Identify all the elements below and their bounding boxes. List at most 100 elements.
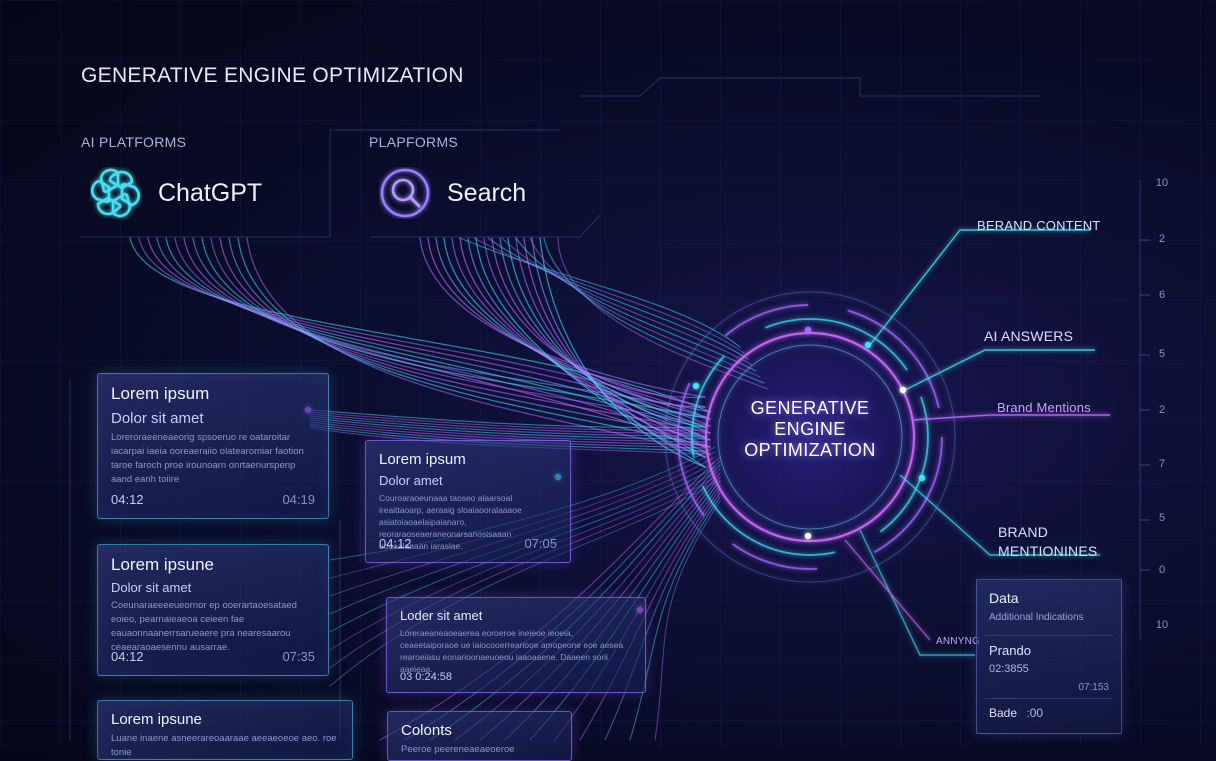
hub-label: GENERATIVE ENGINE OPTIMIZATION bbox=[720, 398, 900, 461]
flow-line bbox=[309, 409, 706, 429]
card-title: Lorem ipsune bbox=[111, 555, 215, 574]
flow-line bbox=[501, 237, 753, 366]
hub-label-line3: OPTIMIZATION bbox=[744, 440, 876, 460]
flow-line bbox=[156, 237, 711, 434]
card-subtitle: Dolor amet bbox=[379, 473, 443, 488]
platforms-label: PLAPFORMS bbox=[369, 134, 459, 150]
page-title: GENERATIVE ENGINE OPTIMIZATION bbox=[81, 64, 464, 87]
flow-line bbox=[309, 419, 706, 443]
card-body: Loreroraeeneaeorig spsoeruo re oataroita… bbox=[111, 432, 304, 485]
output-lines bbox=[844, 229, 1110, 656]
brand-mentions-label-line2: MENTIONINES bbox=[998, 543, 1098, 559]
flow-line bbox=[491, 237, 706, 408]
flow-node bbox=[804, 532, 812, 540]
scale-number: 0 bbox=[1158, 564, 1166, 576]
card-title: Lorem ipsune bbox=[111, 711, 202, 728]
hub bbox=[664, 291, 956, 583]
brand-content-label: BERAND CONTENT bbox=[977, 218, 1101, 233]
hub-label-line1: GENERATIVE bbox=[750, 398, 870, 418]
flow-line bbox=[539, 237, 706, 468]
divider bbox=[985, 698, 1113, 699]
data-panel-footer-value: :00 bbox=[1026, 706, 1044, 720]
flow-line bbox=[309, 413, 706, 434]
hub-label-line2: ENGINE bbox=[774, 419, 846, 439]
search-platform[interactable]: Search bbox=[379, 167, 526, 219]
ai-platforms-label: AI PLATFORMS bbox=[81, 134, 187, 150]
flow-line bbox=[529, 237, 761, 378]
flow-line bbox=[459, 237, 741, 348]
search-icon bbox=[380, 168, 430, 218]
info-card-3[interactable]: Lorem ipsune Dolor sit amet Coeunaraeeee… bbox=[97, 544, 329, 676]
info-card-4[interactable]: Loder sit amet Loreraeaneaoeaerea eoroer… bbox=[386, 597, 646, 693]
flow-line bbox=[201, 237, 711, 420]
card-time-left: 04:12 bbox=[111, 492, 144, 507]
scale-number: 5 bbox=[1158, 348, 1166, 360]
flow-node bbox=[899, 386, 907, 394]
flow-node bbox=[692, 382, 700, 390]
search-label: Search bbox=[447, 178, 527, 207]
scale-number: 5 bbox=[1158, 512, 1166, 524]
flow-line bbox=[499, 237, 706, 418]
card-body: Couroaraoeunaaa taoseo alaarsoal ireaitt… bbox=[379, 493, 522, 551]
info-card-6[interactable]: Colonts Peeroe peereneaeaeoeroe bbox=[387, 711, 572, 761]
card-body: Peeroe peereneaeaeoeroe bbox=[401, 744, 515, 755]
flow-line bbox=[379, 456, 721, 741]
divider bbox=[985, 635, 1113, 636]
card-time-right: 07:35 bbox=[282, 649, 315, 664]
scale-ticks bbox=[1140, 239, 1150, 571]
data-panel-title: Data bbox=[989, 590, 1019, 606]
card-title: Lorem ipsum bbox=[379, 451, 466, 468]
card-time-right: 04:19 bbox=[282, 492, 315, 507]
ai-answers-label: AI ANSWERS bbox=[984, 328, 1074, 344]
flow-line bbox=[309, 417, 706, 440]
flow-line bbox=[557, 237, 769, 390]
flow-line bbox=[237, 237, 711, 448]
scale-number: 7 bbox=[1158, 458, 1166, 470]
flow-line bbox=[487, 237, 749, 360]
card-body: Loreraeaneaoeaerea eoroeroe ineieoe ieoe… bbox=[400, 628, 624, 674]
info-card-5[interactable]: Lorem ipsune Luane inaene asneerareoaara… bbox=[97, 700, 353, 760]
flow-line bbox=[183, 237, 711, 455]
info-card-1[interactable]: Lorem ipsum Dolor sit amet Loreroraeenea… bbox=[97, 373, 329, 519]
flow-node bbox=[918, 474, 926, 482]
output-fragment-label: ANNYNG bbox=[936, 636, 980, 647]
flow-line bbox=[507, 237, 706, 428]
flow-line bbox=[475, 237, 706, 468]
flow-line bbox=[604, 492, 721, 741]
brand-mentions-label-line1: BRAND bbox=[998, 524, 1049, 540]
flow-line bbox=[138, 237, 711, 420]
data-panel-value3: 07:153 bbox=[1078, 682, 1109, 693]
flow-line bbox=[404, 460, 721, 741]
chatgpt-label: ChatGPT bbox=[158, 178, 263, 207]
data-panel-label2: Prando bbox=[989, 643, 1031, 658]
card-title: Loder sit amet bbox=[400, 608, 483, 623]
card-time-left: 04:12 bbox=[379, 536, 412, 551]
flow-line bbox=[579, 488, 721, 741]
flow-line bbox=[228, 237, 711, 441]
scale-number: 6 bbox=[1158, 289, 1166, 301]
flow-line bbox=[473, 237, 745, 354]
brand-mentions-small-label: Brand Mentions bbox=[997, 400, 1091, 415]
data-panel-line1: Additional Indications bbox=[989, 612, 1084, 623]
info-card-2[interactable]: Lorem ipsum Dolor amet Couroaraoeunaaa t… bbox=[365, 440, 571, 563]
flow-line bbox=[329, 481, 716, 687]
flow-node bbox=[804, 326, 812, 334]
card-body: Coeunaraeeeeueornor ep ooerartaoesataed … bbox=[111, 600, 297, 653]
flow-line bbox=[309, 415, 706, 437]
flow-line bbox=[654, 500, 721, 741]
data-panel[interactable]: Data Additional Indications Prando 02:38… bbox=[976, 579, 1122, 734]
card-body: Luane inaene asneerareoaaraae aeeaeoeoe … bbox=[111, 733, 337, 758]
card-title: Lorem ipsum bbox=[111, 384, 210, 403]
card-time-left: 04:12 bbox=[111, 649, 144, 664]
data-panel-footer-label: Bade bbox=[989, 706, 1018, 720]
scale-number: 10 bbox=[1155, 619, 1169, 631]
hub-glow bbox=[640, 267, 980, 607]
card-time-right: 07:05 bbox=[524, 536, 557, 551]
card-subtitle: Dolor sit amet bbox=[111, 580, 192, 595]
flow-node bbox=[864, 341, 872, 349]
data-panel-value2: 02:3855 bbox=[989, 663, 1029, 675]
chatgpt-platform[interactable]: ChatGPT bbox=[90, 167, 262, 219]
flow-line bbox=[309, 411, 706, 431]
flow-line bbox=[515, 237, 757, 372]
